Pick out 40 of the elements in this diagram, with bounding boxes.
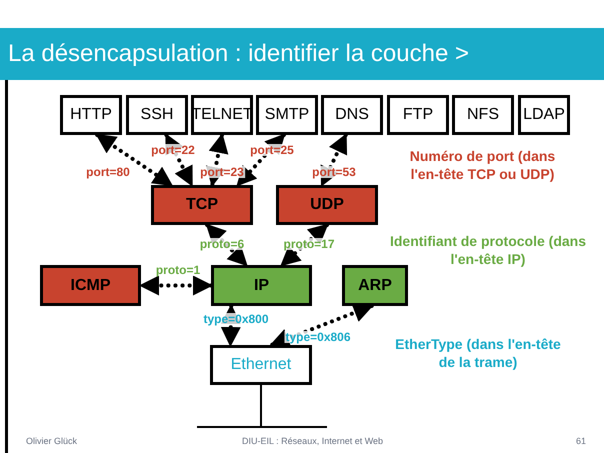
note-text: EtherType (dans l'en-tête de la trame) [394, 335, 562, 371]
dotted-arrow [320, 133, 348, 187]
footer-author: Olivier Glück [26, 435, 78, 448]
dotted-arrow [236, 133, 286, 187]
edge-label: port=22 [150, 144, 196, 156]
edge-label: proto=1 [154, 264, 202, 276]
protocol-box: HTTP [60, 95, 122, 135]
dotted-arrow [95, 133, 174, 187]
protocol-box: SSH [126, 95, 188, 135]
protocol-box: ARP [342, 265, 408, 306]
edge-label: proto=6 [198, 238, 246, 250]
footer-title: DIU-EIL : Réseaux, Internet et Web [242, 435, 384, 448]
edge-label: port=53 [311, 166, 357, 178]
edge-label: proto=17 [282, 238, 336, 250]
protocol-box: SMTP [256, 95, 318, 135]
dotted-arrow [206, 133, 228, 187]
protocol-box: TCP [151, 185, 253, 225]
edge-label: port=23 [199, 166, 245, 178]
edge-label: type=0x806 [284, 331, 352, 343]
protocol-box: DNS [321, 95, 383, 135]
protocol-box: LDAP [518, 95, 570, 135]
protocol-box: TELNET [191, 95, 253, 135]
protocol-box: IP [211, 265, 312, 306]
edge-label: type=0x800 [202, 313, 270, 325]
protocol-box: NFS [452, 95, 514, 135]
dotted-arrow [220, 304, 241, 347]
note-text: Identifiant de protocole (dans l'en-tête IP) [388, 232, 587, 268]
protocol-box: UDP [276, 185, 378, 225]
protocol-box: ICMP [40, 265, 141, 306]
slide-title: La désencapsulation : identifier la couche > [8, 39, 469, 69]
dotted-arrow [205, 223, 248, 267]
dotted-arrow [280, 223, 329, 267]
edge-label: port=25 [249, 144, 295, 156]
protocol-box: FTP [387, 95, 449, 135]
dotted-arrow [164, 133, 194, 187]
dotted-arrow [139, 276, 213, 296]
note-text: Numéro de port (dans l'en-tête TCP ou UDP) [408, 147, 556, 183]
page-number: 61 [576, 435, 586, 448]
protocol-box: Ethernet [210, 345, 312, 385]
edge-label: port=80 [85, 166, 131, 178]
